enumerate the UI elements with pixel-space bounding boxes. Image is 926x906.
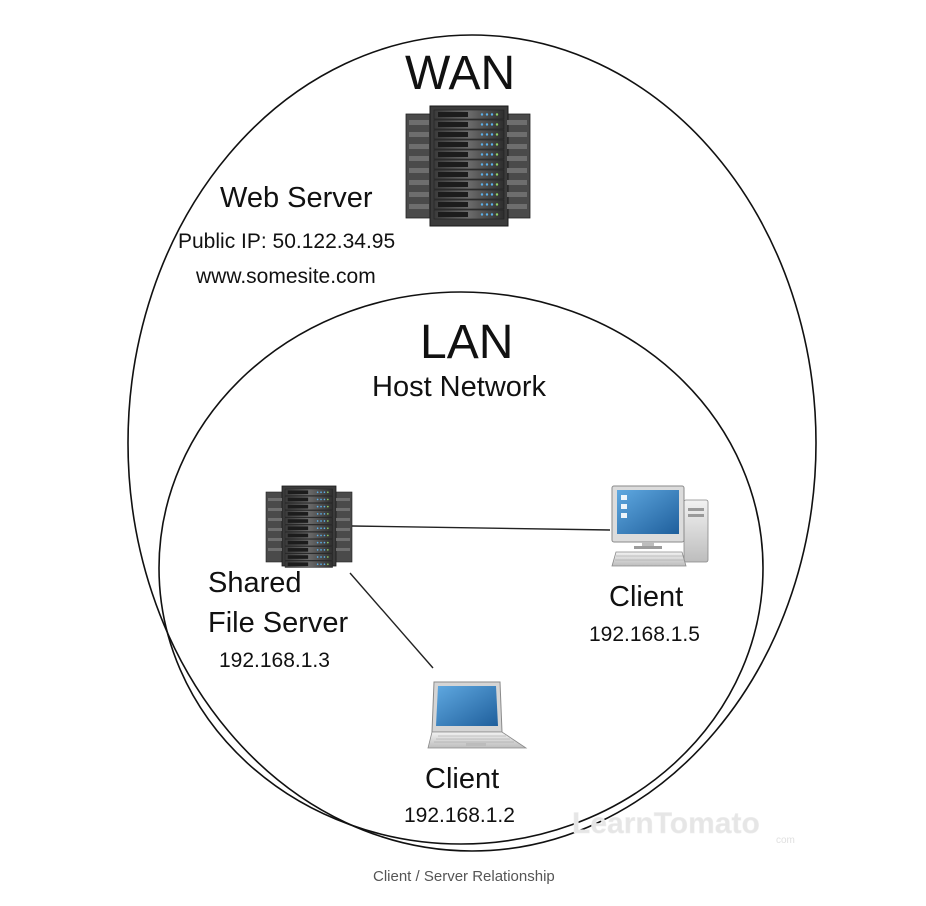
laptop-client-ip: 192.168.1.2: [404, 804, 515, 827]
desktop-client-label: Client: [609, 581, 684, 613]
web-server-public-ip: Public IP: 50.122.34.95: [178, 230, 396, 253]
wan-boundary: [127, 34, 817, 852]
laptop-client-label: Client: [425, 763, 500, 795]
server-rack-icon: [405, 105, 531, 227]
lan-subtitle: Host Network: [372, 371, 547, 403]
file-server-ip: 192.168.1.3: [219, 649, 330, 672]
link-fileserver-laptop: [349, 572, 434, 669]
file-server-label-line1: Shared: [208, 567, 302, 599]
desktop-client-ip: 192.168.1.5: [589, 623, 700, 646]
figure-caption: Client / Server Relationship: [373, 868, 555, 885]
watermark-logo: LearnTomato: [572, 807, 760, 840]
server-rack-icon: [265, 485, 353, 568]
lan-boundary: [158, 291, 764, 845]
web-server-label: Web Server: [220, 182, 373, 214]
watermark-suffix: com: [776, 835, 795, 846]
web-server-domain: www.somesite.com: [196, 265, 376, 288]
wan-title: WAN: [405, 47, 516, 100]
laptop-icon: [427, 681, 528, 749]
desktop-computer-icon: [611, 485, 709, 567]
lan-title: LAN: [420, 316, 514, 369]
link-fileserver-desktop: [351, 525, 611, 531]
file-server-label-line2: File Server: [208, 607, 349, 639]
